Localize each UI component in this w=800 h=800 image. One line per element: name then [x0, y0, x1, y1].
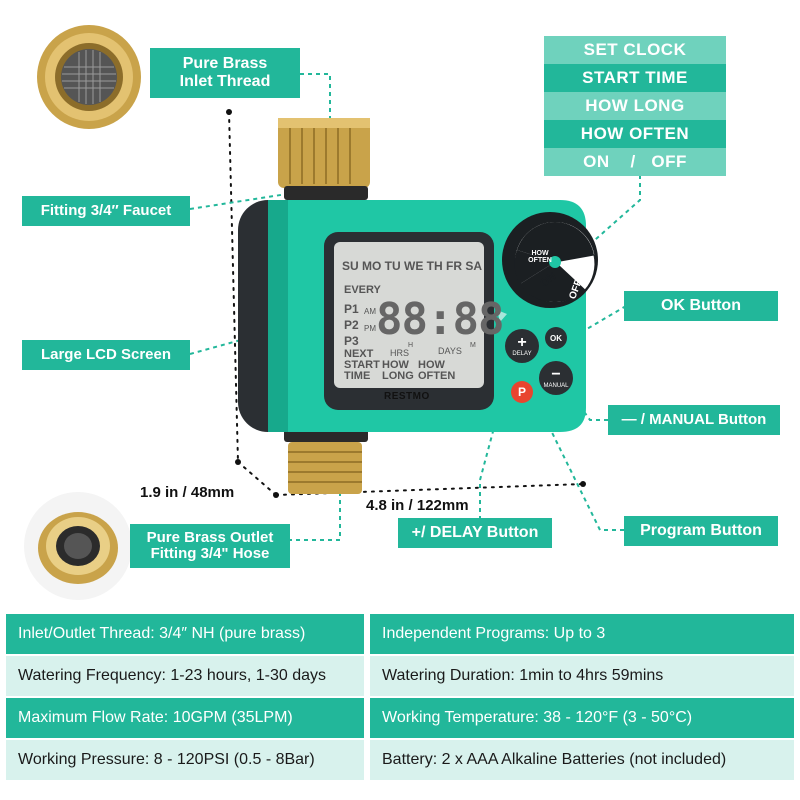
lcd-digits: 88:88 — [376, 294, 504, 345]
lcd-time: TIME — [344, 370, 371, 382]
lcd-days: SU MO TU WE TH FR SA — [342, 259, 482, 273]
callout-delay-button: +/ DELAY Button — [398, 518, 552, 548]
spec-max-flow-rate: Maximum Flow Rate: 10GPM (35LPM) — [6, 698, 364, 738]
lcd-pm: PM — [364, 324, 376, 333]
delay-label: DELAY — [512, 351, 532, 357]
dimension-width: 4.8 in / 122mm — [366, 497, 469, 514]
spec-independent-programs: Independent Programs: Up to 3 — [370, 614, 794, 654]
callout-inlet-line1: Pure Brass — [182, 55, 268, 73]
ok-label: OK — [550, 333, 562, 343]
callout-manual-button: — / MANUAL Button — [608, 405, 780, 435]
callout-outlet-line2: Fitting 3/4" Hose — [150, 545, 270, 562]
spec-working-temperature: Working Temperature: 38 - 120°F (3 - 50°… — [370, 698, 794, 738]
callout-inlet-thread: Pure Brass Inlet Thread — [150, 48, 300, 98]
program-button[interactable]: P — [511, 381, 533, 403]
spec-watering-frequency: Watering Frequency: 1-23 hours, 1-30 day… — [6, 656, 364, 696]
lcd-hrs: HRS — [390, 348, 410, 358]
dial-menu: SET CLOCK START TIME HOW LONG HOW OFTEN … — [544, 36, 726, 176]
callout-fitting-faucet: Fitting 3/4″ Faucet — [22, 196, 190, 226]
lcd-next: NEXT — [344, 348, 374, 360]
callout-lcd-screen: Large LCD Screen — [22, 340, 190, 370]
manual-label: MANUAL — [543, 383, 569, 389]
lcd-often: OFTEN — [418, 370, 456, 382]
lcd-long: LONG — [382, 370, 414, 382]
dial-how-often-label[interactable]: HOW OFTEN — [528, 250, 552, 264]
lcd-p2: P2 — [344, 318, 359, 332]
plus-icon: + — [517, 334, 527, 351]
menu-how-often: HOW OFTEN — [544, 120, 726, 148]
menu-start-time: START TIME — [544, 64, 726, 92]
lcd-p1: P1 — [344, 302, 359, 316]
menu-how-long: HOW LONG — [544, 92, 726, 120]
brand-logo: RESTMO — [384, 391, 430, 402]
ok-button[interactable]: OK — [545, 327, 567, 349]
lcd-h: H — [408, 342, 414, 349]
spec-inlet-outlet-thread: Inlet/Outlet Thread: 3/4″ NH (pure brass… — [6, 614, 364, 654]
menu-on-off: ON / OFF — [544, 148, 726, 176]
spec-battery: Battery: 2 x AAA Alkaline Batteries (not… — [370, 740, 794, 780]
spec-watering-duration: Watering Duration: 1min to 4hrs 59mins — [370, 656, 794, 696]
callout-inlet-line2: Inlet Thread — [179, 73, 271, 90]
inlet-thread-closeup — [34, 22, 144, 132]
callout-ok-button: OK Button — [624, 291, 778, 321]
spec-working-pressure: Working Pressure: 8 - 120PSI (0.5 - 8Bar… — [6, 740, 364, 780]
lcd-days-label: DAYS — [438, 346, 462, 356]
menu-set-clock: SET CLOCK — [544, 36, 726, 64]
callout-outlet-line1: Pure Brass Outlet — [146, 528, 274, 546]
lcd-how-2: HOW — [418, 359, 445, 371]
outlet-thread-closeup — [22, 490, 134, 602]
callout-outlet: Pure Brass Outlet Fitting 3/4" Hose — [130, 524, 290, 568]
program-p-label: P — [517, 385, 526, 399]
minus-icon: − — [551, 366, 561, 383]
lcd-p3: P3 — [344, 334, 359, 348]
lcd-every: EVERY — [344, 284, 381, 296]
specs-table: Inlet/Outlet Thread: 3/4″ NH (pure brass… — [0, 610, 800, 782]
lcd-how-1: HOW — [382, 359, 409, 371]
callout-program-button: Program Button — [624, 516, 778, 546]
lcd-screen: SU MO TU WE TH FR SA EVERY P1 P2 P3 AM P… — [334, 242, 504, 388]
lcd-start: START — [344, 359, 380, 371]
lcd-m: M — [470, 342, 476, 349]
plus-delay-button[interactable]: + DELAY — [505, 329, 539, 363]
dimension-depth: 1.9 in / 48mm — [140, 484, 235, 501]
minus-manual-button[interactable]: − MANUAL — [539, 361, 573, 395]
lcd-am: AM — [364, 307, 376, 316]
